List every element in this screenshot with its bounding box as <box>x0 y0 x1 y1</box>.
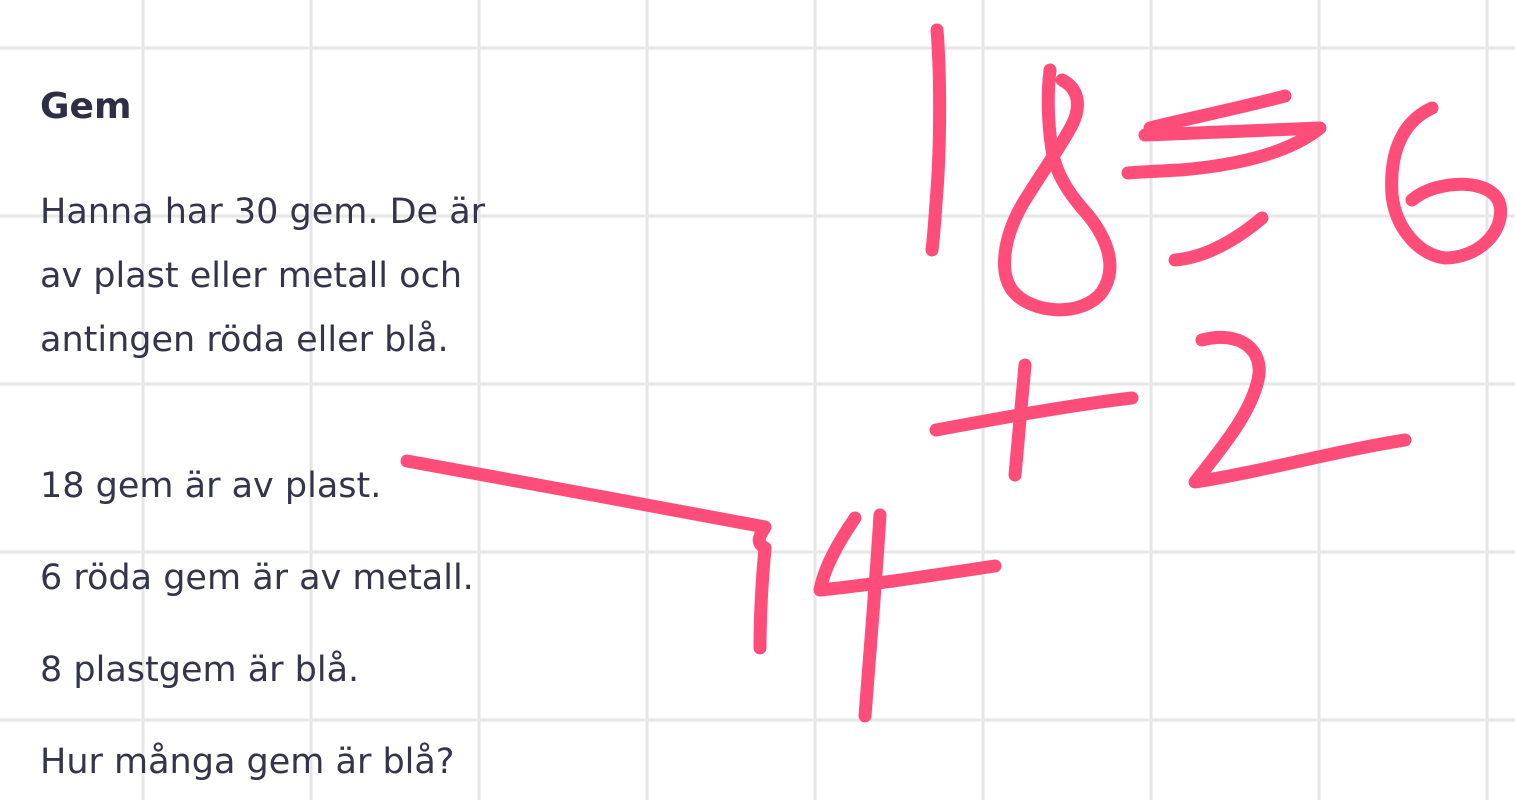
digit-2-stroke[interactable] <box>1188 330 1412 489</box>
problem-statement-red-metal: 6 röda gem är av metall. <box>40 558 474 598</box>
digit-1-stroke[interactable] <box>925 23 947 257</box>
pointer-line-stroke[interactable] <box>400 454 772 655</box>
problem-intro: Hanna har 30 gem. De är av plast eller m… <box>40 192 486 360</box>
problem-title: Gem <box>40 86 132 127</box>
digit-4-stem-stroke[interactable] <box>858 508 887 723</box>
problem-card: Gem Hanna har 30 gem. De är av plast ell… <box>40 84 510 782</box>
digit-6-stroke[interactable] <box>1385 101 1508 265</box>
problem-statement-plastic: 18 gem är av plast. <box>40 466 382 506</box>
digit-4-stroke[interactable] <box>813 511 1002 597</box>
plus-vertical-stroke[interactable] <box>1008 358 1032 482</box>
problem-statement-blue-plastic: 8 plastgem är blå. <box>40 650 360 690</box>
equals-top-stroke[interactable] <box>1143 89 1292 135</box>
equals-bottom-stroke[interactable] <box>1168 211 1269 267</box>
problem-question: Hur många gem är blå? <box>40 742 455 782</box>
plus-horizontal-stroke[interactable] <box>929 391 1139 437</box>
equals-middle-stroke[interactable] <box>1121 121 1327 180</box>
digit-8-stroke[interactable] <box>998 63 1117 317</box>
handwriting-strokes[interactable] <box>400 23 1508 723</box>
